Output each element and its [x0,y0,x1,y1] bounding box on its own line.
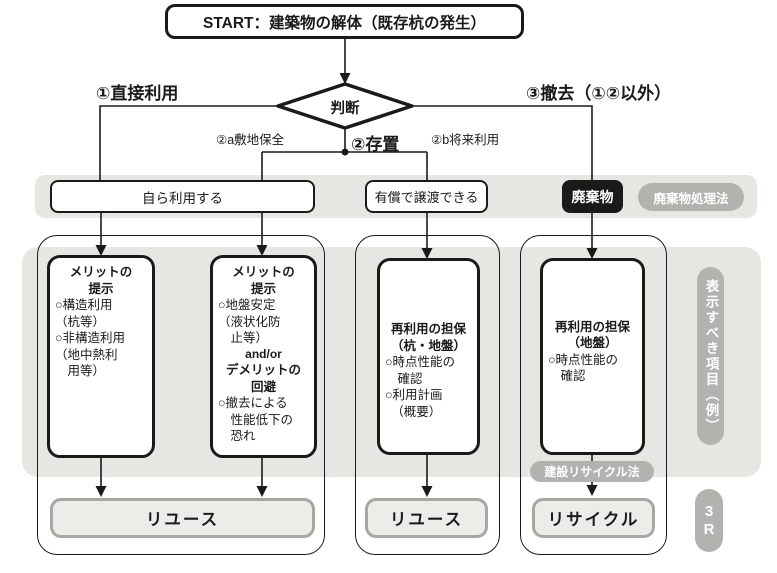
container-preserve [355,235,500,555]
guarantee-ground-body: ○時点性能の 確認 [548,352,619,384]
start-node: START：建築物の解体（既存杭の発生） [165,4,524,39]
guarantee-pile-box: 再利用の担保 （杭・地盤） ○時点性能の 確認 ○利用計画 （概要） [377,258,480,455]
merit1-body: ○構造利用 （杭等） ○非構造利用 （地中熱利 用等） [55,298,126,378]
guarantee-ground-box: 再利用の担保 （地盤） ○時点性能の 確認 [540,258,645,455]
waste-law-pill: 廃棄物処理法 [638,183,744,211]
merit2-andor: and/or [245,346,282,361]
decision-label: 判断 [330,101,360,117]
merit2-body2: ○撤去による 性能低下の 恐れ [218,396,294,444]
three-r-pill: 3 R [695,489,723,552]
branch-3-label: ③撤去（①②以外） [526,84,672,103]
container-removal [520,235,667,555]
self-use-box: 自ら利用する [50,180,315,213]
decision-diamond [276,82,414,130]
guarantee-pile-body: ○時点性能の 確認 ○利用計画 （概要） [385,355,456,419]
branch-2a-label: ②a敷地保全 [216,133,285,147]
branch-2b-label: ②b将来利用 [431,133,500,147]
merit-box-ground: メリットの 提示 ○地盤安定 （液状化防 止等） and/or デメリットの 回… [210,255,317,458]
waste-box: 廃棄物 [562,180,623,213]
guarantee-ground-title: 再利用の担保 （地盤） [554,319,630,351]
reuse-outcome-2: リユース [365,498,488,538]
recycle-law-pill: 建設リサイクル法 [530,461,654,482]
merit2-body1: ○地盤安定 （液状化防 止等） [218,298,281,345]
merit2-title: メリットの 提示 [232,265,295,296]
container-direct-use [37,235,325,555]
branch-1-label: ①直接利用 [96,84,179,103]
recycle-outcome: リサイクル [532,498,655,538]
display-items-pill: 表示すべき項目（例） [697,267,724,445]
reuse-outcome-1: リユース [50,498,315,538]
start-label: START：建築物の解体（既存杭の発生） [202,14,486,32]
guarantee-pile-title: 再利用の担保 （杭・地盤） [390,322,466,353]
merit-box-structural: メリットの 提示 ○構造利用 （杭等） ○非構造利用 （地中熱利 用等） [47,255,155,458]
merit2-demerit-title: デメリットの 回避 [225,363,301,394]
junction-dot [341,148,349,156]
flow-lines [99,33,593,492]
branch-2-label: ②存置 [351,135,400,154]
merit1-title: メリットの 提示 [69,265,133,296]
arrowheads [95,73,598,497]
paid-transfer-box: 有償で譲渡できる [365,180,488,213]
